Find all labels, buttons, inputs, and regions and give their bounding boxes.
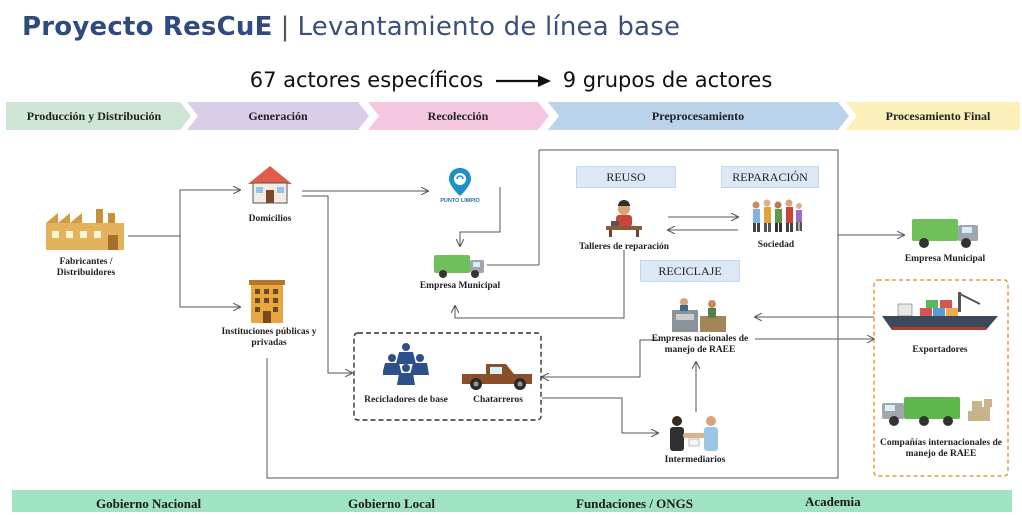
stage-shape-produccion bbox=[6, 102, 191, 130]
stage-shape-procesamiento bbox=[846, 102, 1020, 130]
actor-fabricantes: Fabricantes / Distribuidores bbox=[56, 257, 116, 278]
page-title: Proyecto ResCuE|Levantamiento de línea b… bbox=[22, 12, 680, 42]
right-arrow-icon bbox=[496, 75, 552, 87]
tag-reuso: REUSO bbox=[576, 166, 676, 188]
arrow-fabricantes-instituciones bbox=[179, 236, 240, 307]
actor-count-right: 9 grupos de actores bbox=[562, 68, 773, 92]
governance-bar bbox=[12, 490, 1012, 512]
stage-shape-generacion bbox=[187, 102, 369, 130]
actor-companias-internacionales: Compañías internacionales de manejo de R… bbox=[880, 438, 1002, 459]
garbage-truck-final-icon bbox=[912, 219, 978, 248]
stage-produccion: Producción y Distribución bbox=[26, 108, 162, 123]
actor-intermediarios: Intermediarios bbox=[664, 455, 726, 465]
arrow-chatarreros-intermediarios bbox=[542, 397, 658, 433]
actor-instituciones: Instituciones públicas y privadas bbox=[221, 327, 317, 348]
waste-pickers-icon bbox=[383, 343, 429, 385]
title-separator: | bbox=[280, 12, 290, 42]
pickup-truck-icon bbox=[462, 364, 532, 390]
stage-generacion: Generación bbox=[248, 108, 308, 123]
location-pin-icon bbox=[449, 168, 471, 196]
actor-summary: 67 actores específicos 9 grupos de actor… bbox=[0, 68, 1022, 92]
stage-preprocesamiento: Preprocesamiento bbox=[651, 108, 745, 123]
gov-nacional: Gobierno Nacional bbox=[96, 496, 202, 511]
gov-fundaciones: Fundaciones / ONGS bbox=[576, 496, 694, 511]
cargo-ship-icon bbox=[882, 292, 998, 330]
gov-local: Gobierno Local bbox=[348, 496, 436, 511]
building-icon bbox=[249, 280, 285, 323]
title-rest: Levantamiento de línea base bbox=[297, 12, 681, 42]
stage-recoleccion: Recolección bbox=[427, 108, 489, 123]
handshake-icon bbox=[670, 416, 718, 451]
tag-reciclaje: RECICLAJE bbox=[640, 260, 740, 282]
arrow-nacionales-recolectores bbox=[542, 339, 660, 377]
actor-talleres: Talleres de reparación bbox=[578, 242, 670, 252]
stage-shape-preprocesamiento bbox=[548, 102, 849, 130]
repair-worker-icon bbox=[606, 200, 642, 237]
stage-shape-recoleccion bbox=[368, 102, 549, 130]
preprocessing-frame bbox=[266, 149, 839, 479]
actor-exportadores: Exportadores bbox=[912, 345, 968, 355]
gov-academia: Academia bbox=[805, 494, 861, 509]
tag-reparacion: REPARACIÓN bbox=[721, 166, 819, 188]
title-bold: Proyecto ResCuE bbox=[22, 12, 273, 42]
actor-recicladores: Recicladores de base bbox=[364, 395, 448, 405]
actor-chatarreros: Chatarreros bbox=[473, 395, 523, 405]
arrow-punto-empresa bbox=[460, 187, 501, 246]
actor-count-left: 67 actores específicos bbox=[249, 68, 484, 92]
actor-sociedad: Sociedad bbox=[757, 240, 795, 250]
actor-domicilios: Domicilios bbox=[248, 214, 292, 224]
waste-transport-icon bbox=[882, 397, 992, 426]
actor-empresa-municipal-final: Empresa Municipal bbox=[904, 254, 986, 264]
international-box bbox=[873, 279, 1009, 477]
factory-icon bbox=[46, 209, 124, 250]
people-group-icon bbox=[752, 199, 802, 232]
garbage-truck-icon bbox=[434, 255, 484, 278]
actor-empresa-municipal: Empresa Municipal bbox=[419, 281, 501, 291]
stage-chevron-bar bbox=[6, 102, 1020, 130]
informal-collectors-box bbox=[353, 332, 542, 421]
house-icon bbox=[248, 166, 292, 204]
actor-empresas-nacionales: Empresas nacionales de manejo de RAEE bbox=[651, 334, 749, 355]
recycling-plant-icon bbox=[672, 298, 726, 332]
arrow-fabricantes-domicilios bbox=[128, 190, 240, 237]
arrow-talleres-empresa bbox=[455, 250, 625, 319]
punto-limpio-logo-text: PUNTO LIMPIO bbox=[440, 198, 480, 204]
stage-procesamiento-final: Procesamiento Final bbox=[885, 108, 991, 123]
arrow-domicilios-recicladores bbox=[302, 195, 352, 373]
